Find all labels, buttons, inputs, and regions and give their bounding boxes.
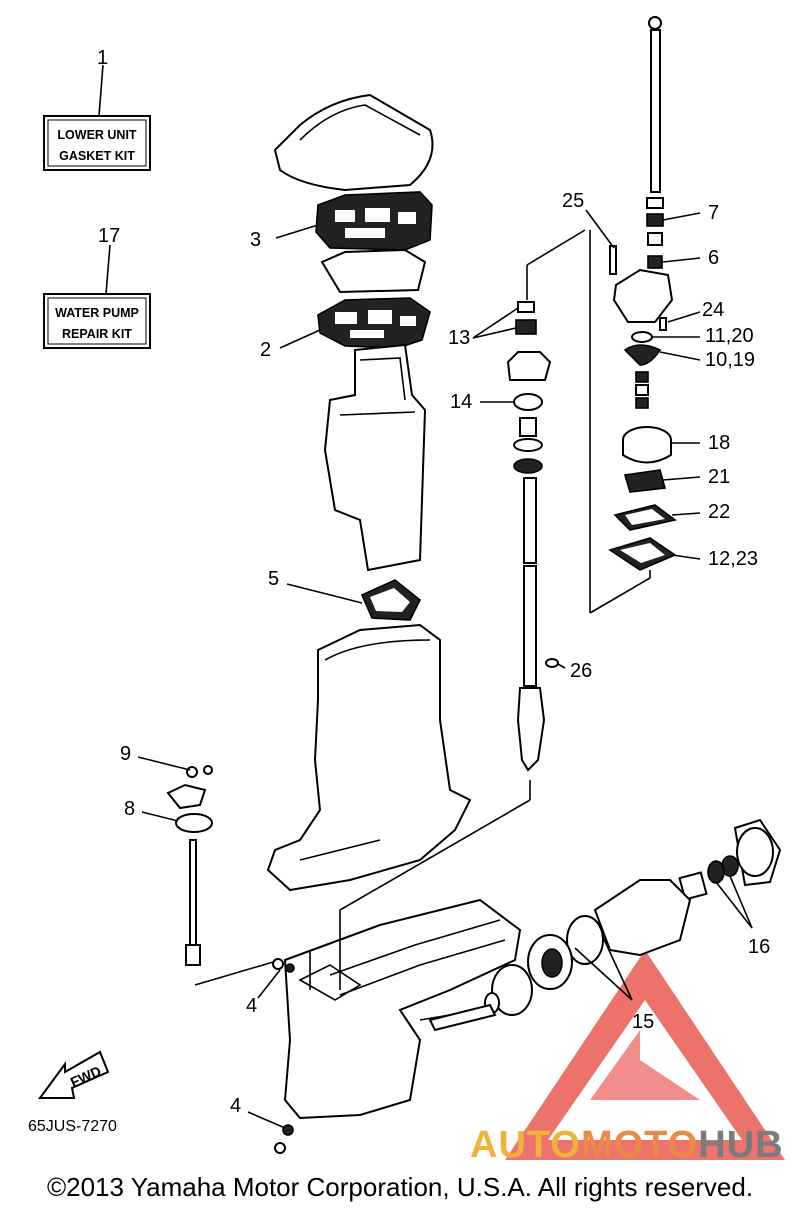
watermark-word-auto: AUTO: [470, 1124, 581, 1166]
lower-unit-kit-line1: LOWER UNIT: [57, 128, 137, 142]
gasket-3: [315, 191, 433, 251]
callout-8: 8: [124, 798, 135, 820]
callout-4-upper: 4: [246, 995, 257, 1017]
gear-case: [283, 898, 522, 1120]
callout-22: 22: [708, 501, 730, 523]
exhaust-housing: [266, 623, 472, 892]
callout-26: 26: [570, 660, 592, 682]
callout-2: 2: [260, 339, 271, 361]
shift-rod-assembly: [166, 765, 281, 986]
callout-7: 7: [708, 202, 719, 224]
callout-1: 1: [97, 47, 108, 69]
callout-21: 21: [708, 466, 730, 488]
callout-17: 17: [98, 225, 120, 247]
callout-25: 25: [562, 190, 584, 212]
watermark-word-moto: MOTO: [580, 1124, 699, 1166]
o-ring-26: [545, 658, 559, 668]
callout-12-23: 12,23: [708, 548, 758, 570]
callout-10-19: 10,19: [705, 349, 755, 371]
upper-cover: [273, 93, 434, 192]
lower-unit-gasket-kit-label: [43, 64, 151, 171]
callout-15: 15: [632, 1011, 654, 1033]
watermark-logo: [505, 950, 785, 1160]
drive-shaft: [309, 477, 546, 990]
callout-14: 14: [450, 391, 472, 413]
callout-6: 6: [708, 247, 719, 269]
callout-13: 13: [448, 327, 470, 349]
watermark-brand-text: AUTOMOTOHUB: [470, 1124, 784, 1167]
callout-5: 5: [268, 568, 279, 590]
propeller-shaft-assembly: [428, 818, 782, 1032]
callout-11-20: 11,20: [705, 325, 754, 347]
drain-bolts: [272, 958, 295, 1154]
copyright-notice: ©2013 Yamaha Motor Corporation, U.S.A. A…: [46, 1172, 754, 1202]
callout-16: 16: [748, 936, 770, 958]
callout-3: 3: [250, 229, 261, 251]
water-pump-stack: [589, 16, 677, 614]
forward-direction-arrow: [38, 1050, 110, 1099]
drive-shaft-bearing-stack: [506, 229, 586, 474]
spacer-plate: [320, 248, 427, 294]
gasket-2: [317, 297, 431, 349]
watermark-word-hub: HUB: [698, 1124, 784, 1166]
gasket-5: [360, 579, 422, 621]
diagram-code: 65JUS-7270: [28, 1118, 117, 1135]
upper-casing: [323, 343, 427, 572]
water-pump-kit-line1: WATER PUMP: [55, 306, 139, 320]
lower-unit-kit-line2: GASKET KIT: [59, 149, 135, 163]
water-pump-repair-kit-label: [43, 244, 151, 349]
callout-18: 18: [708, 432, 730, 454]
callout-leaders: [137, 209, 753, 1129]
callout-9: 9: [120, 743, 131, 765]
callout-4-lower: 4: [230, 1095, 241, 1117]
water-pump-kit-line2: REPAIR KIT: [62, 327, 132, 341]
callout-24: 24: [702, 299, 724, 321]
